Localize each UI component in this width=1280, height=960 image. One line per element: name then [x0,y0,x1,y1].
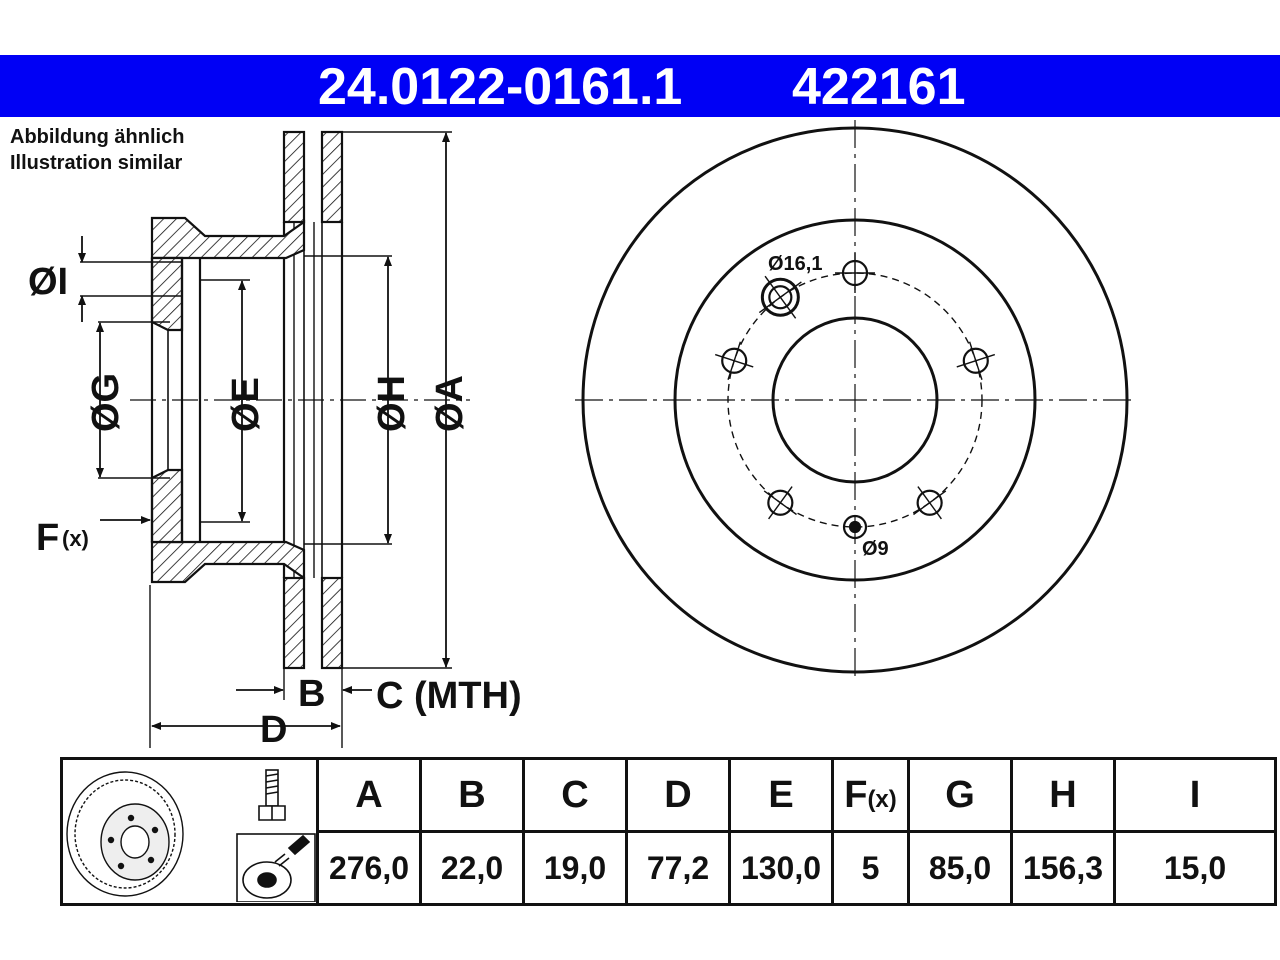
bolt-hole-diameter-label: Ø16,1 [768,253,822,275]
specs-value-row: 276,0 22,0 19,0 77,2 130,0 5 85,0 156,3 … [62,830,1277,906]
title-bar: 24.0122-0161.1 422161 [0,55,1280,117]
hub-flange-top [150,256,184,332]
bolt-icon [258,768,286,821]
value-a: 276,0 [316,830,422,906]
value-e: 130,0 [728,830,834,906]
brake-disc-thumbnail-icon [66,770,184,897]
specs-header-row: A B C D E F(x) G H I [60,757,1277,906]
label-c: C (MTH) [376,675,522,717]
hole-crosshair [956,353,996,368]
label-e: ØE [225,377,267,432]
wheel-bolt-hole [916,489,943,516]
outer-plate-left-bottom [282,576,306,670]
header-b: B [419,757,525,833]
value-g: 85,0 [907,830,1013,906]
value-i: 15,0 [1113,830,1277,906]
label-d: D [260,709,287,751]
header-f-suffix: (x) [867,785,897,813]
hole-crosshair [714,353,754,368]
header-d: D [625,757,731,833]
note-german: Abbildung ähnlich [10,126,185,148]
outer-plate-right-bottom [320,576,344,670]
wheel-bolt-hole [721,347,748,374]
bolt-holes [714,253,996,540]
part-number: 24.0122-0161.1 [318,58,683,116]
locating-hole [760,277,800,317]
locating-hole [768,285,793,310]
pilot-hole-center [848,520,862,534]
hole-crosshair [917,486,942,520]
front-view [575,120,1135,682]
hole-crosshair [764,275,797,319]
specs-table: A B C D E F(x) G H I 276,0 22,0 19,0 77,… [60,757,1277,906]
pilot-hole [842,514,868,540]
hole-crosshair [768,486,793,520]
bolt-circle [727,272,983,528]
hat-top-section [150,216,306,260]
alt-part-number: 422161 [792,58,966,116]
icon-cell [60,757,319,906]
label-a: ØA [429,375,471,432]
label-h: ØH [371,375,413,432]
header-c: C [522,757,628,833]
label-f: F [36,517,59,559]
value-h: 156,3 [1010,830,1116,906]
value-c: 19,0 [522,830,628,906]
hat-bottom-section [150,540,306,584]
header-g: G [907,757,1013,833]
header-a: A [316,757,422,833]
header-f: F(x) [831,757,910,833]
header-i: I [1113,757,1277,833]
label-b: B [298,673,325,715]
side-dimension-lines [78,132,450,748]
value-b: 22,0 [419,830,525,906]
side-section-view [80,130,470,670]
illustration-note: Abbildung ähnlich Illustration similar [10,124,184,176]
outer-disc-circle [581,126,1129,674]
hat-outer-circle [673,218,1037,582]
icons-graphic [66,768,316,902]
header-h: H [1010,757,1116,833]
outer-plate-right-top [320,130,344,224]
center-bore-circle [771,316,939,484]
label-g: ØG [85,373,127,432]
label-i: ØI [28,261,68,303]
small-hole-diameter-label: Ø9 [862,538,889,560]
wheel-bolt-hole [962,347,989,374]
outer-plate-left-top [282,130,306,224]
hub-flange-bottom [150,468,184,544]
header-f-letter: F [844,773,868,816]
header-e: E [728,757,834,833]
note-english: Illustration similar [10,152,183,174]
label-f-suffix: (x) [62,526,89,551]
value-d: 77,2 [625,830,731,906]
spray-nozzle-icon [236,832,316,902]
value-f: 5 [831,830,910,906]
wheel-bolt-hole [767,489,794,516]
